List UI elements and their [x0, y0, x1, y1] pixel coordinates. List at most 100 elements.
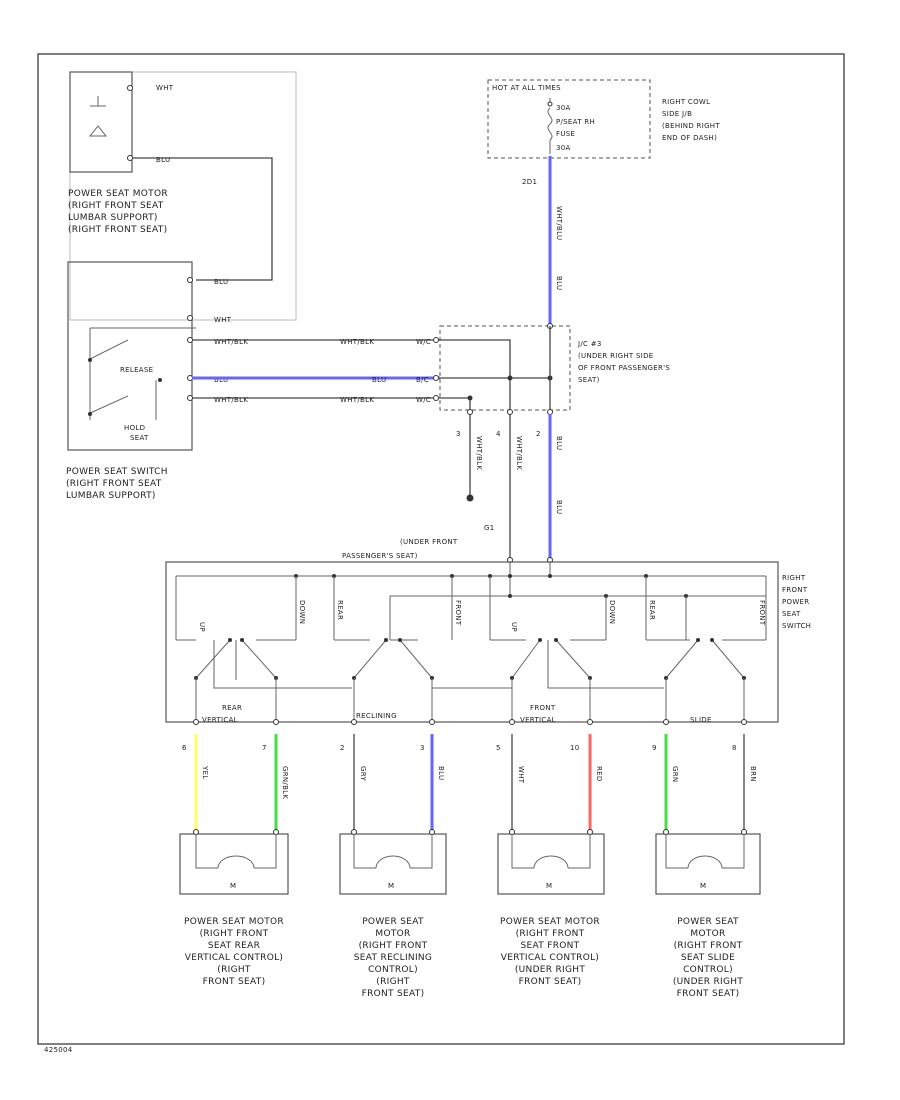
- lumbar-switch: RELEASE HOLD SEAT BLU WHT WHT/BLK BLU WH…: [66, 261, 248, 501]
- diagram-frame: [37, 53, 845, 1045]
- seat-switch-down1: DOWN: [298, 600, 306, 624]
- jc-line3: OF FRONT PASSENGER'S: [578, 364, 670, 372]
- seat-switch-up2: UP: [510, 622, 518, 632]
- slide-label: SLIDE: [690, 716, 712, 724]
- motor-2-line: POWER SEAT: [362, 917, 424, 927]
- switch-front-vertical: FRONT VERTICAL: [490, 638, 664, 724]
- motor-1-line: (RIGHT FRONT: [200, 929, 269, 939]
- wire-label-f: WHT/BLK: [475, 436, 483, 470]
- seat-switch-line1: RIGHT: [782, 574, 806, 582]
- motor-1-line: FRONT SEAT): [203, 977, 266, 987]
- lumbar-switch-pin-e: WHT/BLK: [214, 396, 248, 404]
- pin-5: 5: [496, 744, 501, 752]
- motor-4-symbol: M: [700, 882, 706, 890]
- fuse-block: HOT AT ALL TIMES 30A P/SEAT RH FUSE 30A …: [487, 79, 720, 186]
- pin-3: 3: [420, 744, 425, 752]
- junction-connector: J/C #3 (UNDER RIGHT SIDE OF FRONT PASSEN…: [439, 323, 670, 415]
- motor-3-label: POWER SEAT MOTOR (RIGHT FRONT SEAT FRONT…: [500, 917, 600, 987]
- jc-line2: (UNDER RIGHT SIDE: [578, 352, 654, 360]
- motor-slide: M: [655, 829, 761, 895]
- switch-slide: SLIDE: [646, 638, 766, 724]
- motor-2-line: (RIGHT FRONT: [359, 941, 428, 951]
- front-vertical-label: VERTICAL: [520, 716, 556, 724]
- motor-2-line: SEAT RECLINING: [354, 953, 432, 963]
- motor-1-line: SEAT REAR: [208, 941, 260, 951]
- motor-3-line: VERTICAL CONTROL): [501, 953, 599, 963]
- seat-switch-down2: DOWN: [608, 600, 616, 624]
- fuse-conn: 2D1: [522, 178, 537, 186]
- wire-label-b: BLU: [372, 376, 386, 384]
- wire-wht-blk-bottom: [192, 397, 471, 498]
- lumbar-motor-line3: LUMBAR SUPPORT): [68, 213, 158, 223]
- motor-rear-vertical: M: [179, 829, 289, 895]
- diagram-code: 425004: [44, 1046, 73, 1054]
- pin-2: 2: [340, 744, 345, 752]
- motor-2-line: CONTROL): [368, 965, 418, 975]
- fuse-label3: FUSE: [556, 130, 575, 138]
- reclining-label: RECLINING: [356, 712, 397, 720]
- fuse-label4: 30A: [556, 144, 571, 152]
- motor-1-line: POWER SEAT MOTOR: [184, 917, 284, 927]
- wire-label-g: WHT/BLK: [515, 436, 523, 470]
- lumbar-switch-release: RELEASE: [120, 366, 153, 374]
- motor-1-symbol: M: [230, 882, 236, 890]
- motor-wires: 6 7 2 3 5 10 9 8 YEL GRN/BLK GRY BLU WHT…: [182, 719, 757, 830]
- lumbar-motor-line2: (RIGHT FRONT SEAT: [68, 201, 164, 211]
- wire-pin-2: 2: [536, 430, 541, 438]
- motor-4-line: (UNDER RIGHT: [673, 977, 744, 987]
- rear-vertical-label: VERTICAL: [202, 716, 238, 724]
- jc-line1: J/C #3: [577, 340, 602, 348]
- lumbar-motor: WHT BLU POWER SEAT MOTOR (RIGHT FRONT SE…: [68, 71, 297, 321]
- motor-4-line: FRONT SEAT): [677, 989, 740, 999]
- seat-switch-line4: SEAT: [782, 610, 801, 618]
- motor-3-line: (UNDER RIGHT: [515, 965, 586, 975]
- seat-switch-line5: SWITCH: [782, 622, 811, 630]
- seat-switch-rear1: REAR: [336, 600, 344, 620]
- wire-gry: GRY: [359, 766, 367, 781]
- fuse-side3: (BEHIND RIGHT: [662, 122, 720, 130]
- seat-switch: RIGHT FRONT POWER SEAT SWITCH UP DOWN RE…: [165, 561, 811, 724]
- jc-line4: SEAT): [578, 376, 600, 384]
- switch-rear-vertical: REAR VERTICAL: [176, 638, 352, 724]
- wire-blu: BLU: [437, 766, 445, 780]
- motor-4-line: MOTOR: [690, 929, 725, 939]
- wire-grn-blk: GRN/BLK: [281, 766, 289, 799]
- wire-label-i: BLU: [555, 500, 563, 514]
- motor-reclining: M: [339, 829, 447, 895]
- motor-4-line: (RIGHT FRONT: [674, 941, 743, 951]
- lumbar-switch-pin-c: WHT/BLK: [214, 338, 248, 346]
- wire-brn: BRN: [749, 766, 757, 782]
- wire-node-c: W/C: [416, 396, 431, 404]
- motor-3-line: SEAT FRONT: [521, 941, 580, 951]
- motor-2-line: (RIGHT: [376, 977, 410, 987]
- wire-label-h: BLU: [555, 436, 563, 450]
- lumbar-switch-line3: LUMBAR SUPPORT): [66, 491, 156, 501]
- switch-reclining: RECLINING: [334, 638, 512, 720]
- wire-label-a: WHT/BLK: [340, 338, 374, 346]
- motor-1-line: (RIGHT: [217, 965, 251, 975]
- motor-3-symbol: M: [546, 882, 552, 890]
- lumbar-motor-title: POWER SEAT MOTOR: [68, 189, 168, 199]
- wire-label-e: BLU: [555, 276, 563, 290]
- pin-10: 10: [570, 744, 580, 752]
- under-front-line1: G1: [484, 524, 494, 532]
- lumbar-switch-title: POWER SEAT SWITCH: [66, 467, 168, 477]
- fuse-side2: SIDE J/B: [662, 110, 692, 118]
- lumbar-switch-pin-d: BLU: [214, 376, 228, 384]
- seat-switch-up1: UP: [198, 622, 206, 632]
- motor-4-label: POWER SEAT MOTOR (RIGHT FRONT SEAT SLIDE…: [673, 917, 744, 999]
- pin-9: 9: [652, 744, 657, 752]
- lumbar-switch-hold2: SEAT: [130, 434, 149, 442]
- seat-switch-front2: FRONT: [758, 600, 766, 626]
- wire-grn: GRN: [671, 766, 679, 782]
- motor-4-line: POWER SEAT: [677, 917, 739, 927]
- motor-3-line: FRONT SEAT): [519, 977, 582, 987]
- front-label: FRONT: [530, 704, 556, 712]
- motor-1-line: VERTICAL CONTROL): [185, 953, 283, 963]
- seat-switch-rear2: REAR: [648, 600, 656, 620]
- seat-switch-line2: FRONT: [782, 586, 808, 594]
- fuse-side4: END OF DASH): [662, 134, 717, 142]
- wire-yel: YEL: [201, 765, 209, 780]
- lumbar-motor-line4: (RIGHT FRONT SEAT): [68, 225, 167, 235]
